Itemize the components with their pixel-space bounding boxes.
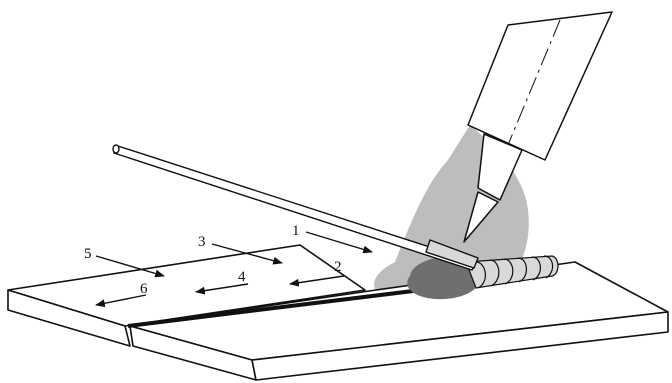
arrow-1 — [306, 232, 372, 252]
label-5: 5 — [84, 246, 92, 262]
label-4: 4 — [238, 269, 246, 285]
torch — [464, 12, 612, 242]
label-1: 1 — [292, 223, 300, 239]
label-3: 3 — [198, 234, 206, 250]
filler-rod-end — [113, 145, 119, 153]
label-6: 6 — [140, 281, 148, 297]
label-2: 2 — [334, 259, 342, 275]
